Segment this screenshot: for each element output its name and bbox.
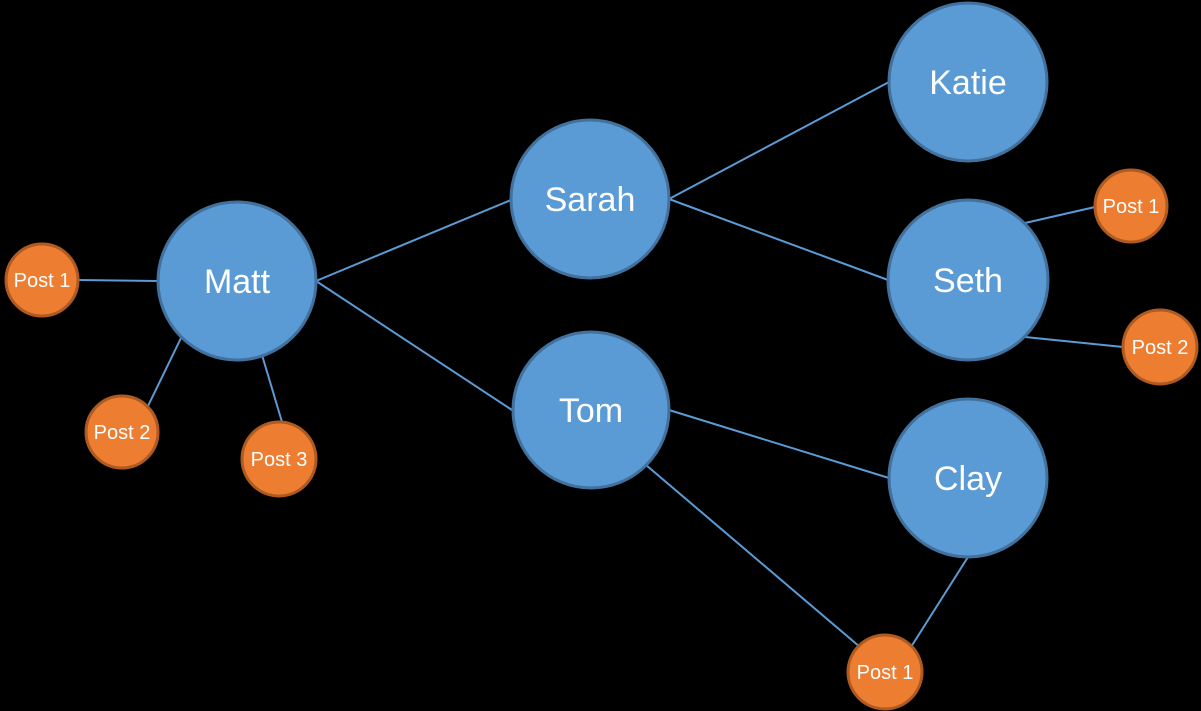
- edge-tom-bottom-post-1[interactable]: [645, 464, 861, 648]
- node-matt-post-2[interactable]: Post 2: [84, 394, 160, 470]
- node-tom[interactable]: Tom: [511, 330, 671, 490]
- person-circle-tom[interactable]: [511, 330, 671, 490]
- node-label-seth-post-1: Post 1: [1103, 196, 1160, 218]
- node-label-seth: Seth: [933, 262, 1003, 300]
- edge-clay-bottom-post-1[interactable]: [910, 556, 969, 648]
- edge-seth-seth-post-1[interactable]: [1024, 206, 1096, 224]
- post-circle-matt-post-3[interactable]: [240, 420, 318, 498]
- edge-matt-matt-post-2[interactable]: [147, 337, 182, 407]
- node-katie[interactable]: Katie: [887, 1, 1049, 163]
- person-circle-clay[interactable]: [887, 397, 1049, 559]
- node-label-bottom-post-1: Post 1: [857, 662, 914, 684]
- node-label-tom: Tom: [559, 392, 623, 430]
- node-matt-post-3[interactable]: Post 3: [240, 420, 318, 498]
- post-circle-seth-post-2[interactable]: [1121, 308, 1199, 386]
- node-clay[interactable]: Clay: [887, 397, 1049, 559]
- edge-tom-clay[interactable]: [668, 409, 890, 479]
- node-seth-post-2[interactable]: Post 2: [1121, 308, 1199, 386]
- edge-matt-post-1-matt[interactable]: [77, 279, 159, 282]
- edge-seth-seth-post-2[interactable]: [1024, 336, 1124, 348]
- edge-sarah-seth[interactable]: [668, 198, 889, 281]
- node-label-matt-post-3: Post 3: [251, 449, 308, 471]
- node-label-clay: Clay: [934, 460, 1002, 498]
- post-circle-matt-post-1[interactable]: [4, 242, 80, 318]
- node-label-sarah: Sarah: [545, 181, 636, 219]
- node-matt-post-1[interactable]: Post 1: [4, 242, 80, 318]
- node-label-matt-post-1: Post 1: [14, 270, 71, 292]
- node-label-matt-post-2: Post 2: [94, 422, 151, 444]
- person-circle-katie[interactable]: [887, 1, 1049, 163]
- edge-matt-matt-post-3[interactable]: [261, 354, 283, 423]
- node-matt[interactable]: Matt: [156, 200, 318, 362]
- node-bottom-post-1[interactable]: Post 1: [846, 633, 924, 711]
- person-circle-matt[interactable]: [156, 200, 318, 362]
- node-label-katie: Katie: [929, 64, 1007, 102]
- person-circle-sarah[interactable]: [509, 118, 671, 280]
- node-label-matt: Matt: [204, 263, 271, 301]
- node-seth-post-1[interactable]: Post 1: [1093, 168, 1169, 244]
- post-circle-matt-post-2[interactable]: [84, 394, 160, 470]
- person-circle-seth[interactable]: [886, 198, 1050, 362]
- post-circle-bottom-post-1[interactable]: [846, 633, 924, 711]
- post-circle-seth-post-1[interactable]: [1093, 168, 1169, 244]
- edge-matt-tom[interactable]: [315, 280, 513, 411]
- node-label-seth-post-2: Post 2: [1132, 337, 1189, 359]
- edge-sarah-katie[interactable]: [668, 81, 890, 200]
- node-sarah[interactable]: Sarah: [509, 118, 671, 280]
- node-seth[interactable]: Seth: [886, 198, 1050, 362]
- edge-matt-sarah[interactable]: [315, 199, 512, 282]
- edge-layer: [77, 81, 1124, 648]
